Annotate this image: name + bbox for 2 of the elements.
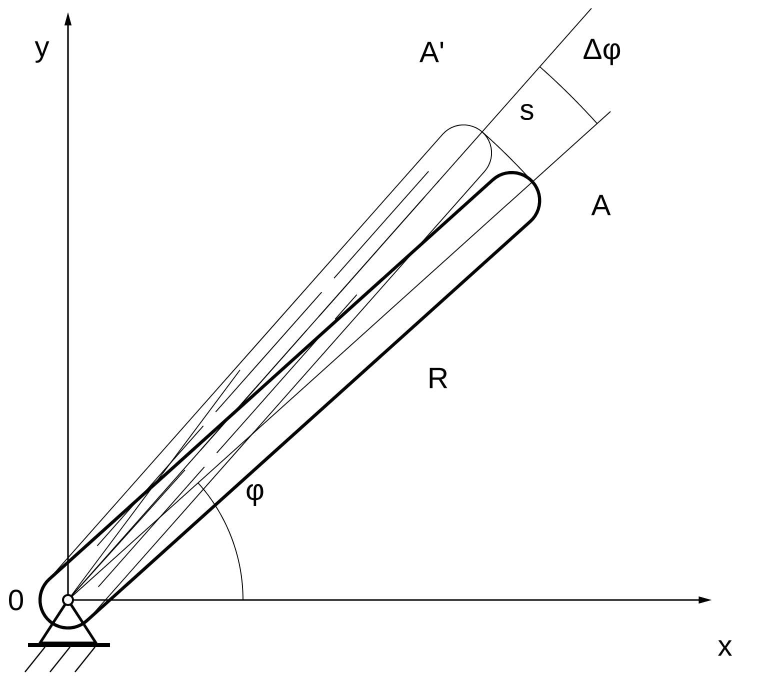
axis-label: x — [718, 640, 732, 656]
point-label: 0 — [9, 590, 23, 610]
